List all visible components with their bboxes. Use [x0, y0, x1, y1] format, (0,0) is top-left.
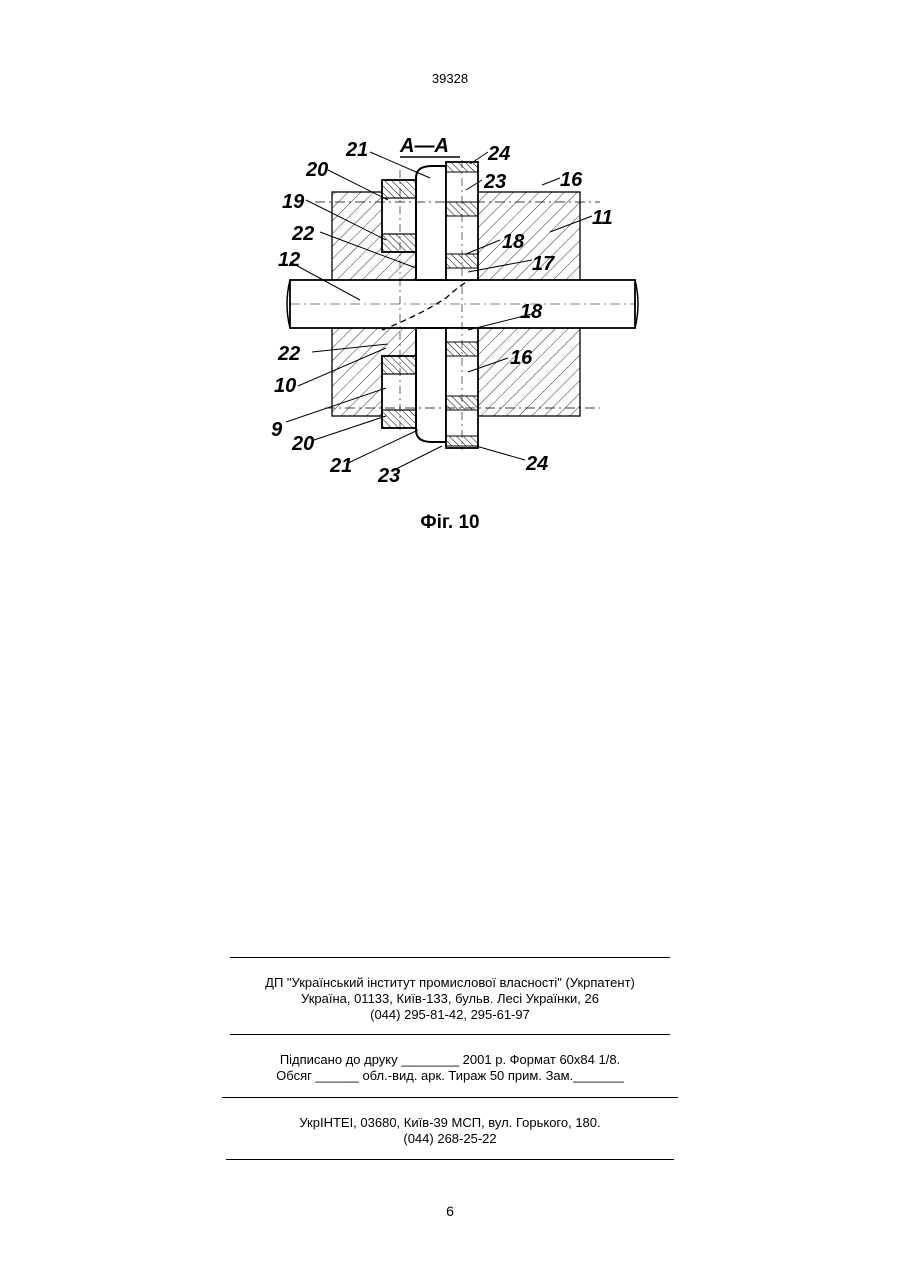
figure-caption: Фіг. 10 [0, 512, 900, 534]
divider [226, 1159, 674, 1160]
callout-label: 19 [270, 419, 283, 441]
callout-label: 24 [525, 453, 548, 475]
callout-label: 10 [274, 375, 296, 397]
divider [230, 1034, 670, 1035]
print-line: Підписано до друку ________ 2001 р. Форм… [0, 1052, 900, 1068]
callout-label: 21 [329, 455, 352, 477]
technical-drawing-fig-10: A—A [270, 130, 650, 500]
callout-label: 17 [532, 253, 555, 275]
printer-line: УкрІНТЕІ, 03680, Київ-39 МСП, вул. Горьк… [0, 1115, 900, 1131]
callout-label: 11 [592, 207, 613, 229]
callout-label: 18 [520, 301, 543, 323]
divider [222, 1097, 678, 1098]
document-number: 39328 [0, 71, 900, 86]
callout-label: 23 [377, 465, 400, 487]
printer-info: УкрІНТЕІ, 03680, Київ-39 МСП, вул. Горьк… [0, 1115, 900, 1147]
printer-line: (044) 268-25-22 [0, 1131, 900, 1147]
callout-label: 24 [487, 143, 510, 165]
publisher-line: Україна, 01133, Київ-133, бульв. Лесі Ук… [0, 991, 900, 1007]
callout-label: 20 [305, 159, 328, 181]
print-line: Обсяг ______ обл.-вид. арк. Тираж 50 при… [0, 1068, 900, 1084]
callout-label: 22 [291, 223, 314, 245]
publisher-line: ДП "Український інститут промислової вла… [0, 975, 900, 991]
page-number: 6 [0, 1203, 900, 1219]
callout-label: 12 [278, 249, 300, 271]
callout-label: 16 [510, 347, 533, 369]
divider [230, 957, 670, 958]
publisher-line: (044) 295-81-42, 295-61-97 [0, 1007, 900, 1023]
callout-label: 18 [502, 231, 525, 253]
callout-label: 21 [345, 139, 368, 161]
publisher-info: ДП "Український інститут промислової вла… [0, 975, 900, 1023]
callout-label: 22 [277, 343, 300, 365]
print-info: Підписано до друку ________ 2001 р. Форм… [0, 1052, 900, 1084]
section-drawing: A—A [270, 130, 650, 500]
callout-label: 16 [560, 169, 583, 191]
callout-label: 19 [282, 191, 305, 213]
callout-label: 23 [483, 171, 506, 193]
callout-label: 20 [291, 433, 314, 455]
section-label: A—A [399, 135, 449, 157]
